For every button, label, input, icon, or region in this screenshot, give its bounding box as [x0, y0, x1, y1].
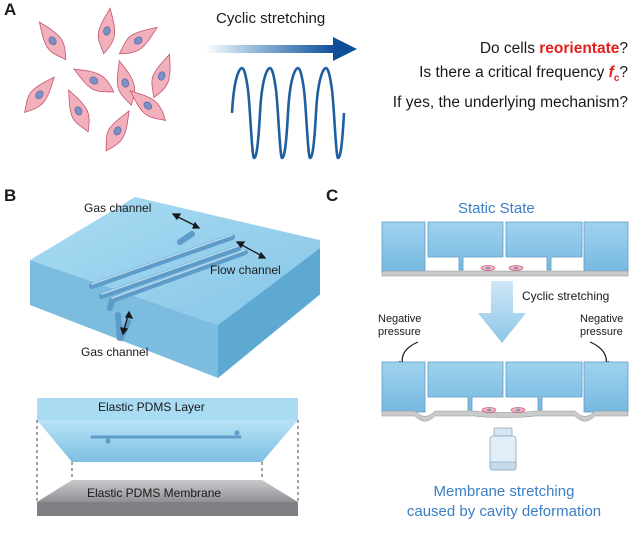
stretched-device	[381, 361, 629, 422]
question1-text: Do cells	[479, 40, 540, 57]
pdms-layer-body	[37, 420, 298, 462]
negative-pressure-left-line2: pressure	[378, 326, 421, 338]
cell-10	[98, 106, 137, 156]
panel-b-graphics	[30, 197, 320, 516]
negative-pressure-right-label: Negative pressure	[580, 313, 623, 339]
question-reorientate: Do cells reorientate?	[308, 38, 628, 60]
panel-a-letter: A	[4, 0, 17, 19]
chip-top-face	[30, 197, 320, 325]
chip-side-face	[218, 248, 320, 378]
cyclic-stretching-arrow	[478, 281, 526, 343]
cell-1	[32, 16, 73, 65]
membrane-caption-line2: caused by cavity deformation	[406, 503, 602, 520]
reorientate-highlight: reorientate	[539, 40, 620, 57]
cell-3	[114, 20, 163, 61]
pdms-membrane-edge	[37, 502, 298, 516]
objective-lens	[489, 427, 517, 471]
cyclic-stretching-label: Cyclic stretching	[216, 10, 326, 27]
membrane-caption-line1: Membrane stretching	[433, 483, 575, 500]
pdms-membrane-label: Elastic PDMS Membrane	[87, 486, 222, 500]
question-critical-frequency: Is there a critical frequency fc?	[308, 62, 628, 90]
sine-wave	[230, 66, 346, 160]
static-state-title: Static State	[458, 200, 535, 217]
static-device	[381, 221, 629, 277]
panel-a-graphics	[17, 6, 357, 160]
pdms-layer-top	[37, 398, 298, 420]
negative-pressure-right-line1: Negative	[580, 313, 624, 325]
stretch-arrow-shaft	[205, 45, 335, 53]
cell-7	[17, 71, 61, 119]
question-mechanism: If yes, the underlying mechanism?	[392, 94, 628, 112]
cell-6	[145, 51, 178, 101]
panel-b-letter: B	[4, 186, 17, 205]
negative-pressure-right-arrow	[589, 341, 607, 366]
channel-arrows	[120, 213, 267, 336]
negative-pressure-left-label: Negative pressure	[378, 313, 421, 339]
fc-symbol: f	[608, 64, 614, 81]
fc-subscript: c	[613, 73, 620, 85]
cell-4	[69, 61, 119, 100]
pdms-membrane	[37, 480, 298, 502]
microchannels	[89, 231, 248, 342]
question1-mark: ?	[619, 40, 628, 57]
flow-channel-label: Flow channel	[210, 263, 281, 277]
question-list: Do cells reorientate? Is there a critica…	[308, 38, 628, 114]
panel-c-graphics	[381, 221, 629, 471]
question2-mark: ?	[619, 64, 628, 81]
chip-front-face	[30, 260, 218, 378]
stretch-arrow-head	[333, 37, 357, 61]
gas-channel-top-label: Gas channel	[84, 201, 152, 215]
gas-channel-bottom-label: Gas channel	[81, 345, 149, 359]
cyclic-stretching-c-label: Cyclic stretching	[522, 289, 610, 303]
pdms-layer-label: Elastic PDMS Layer	[98, 400, 205, 414]
cell-2	[95, 6, 119, 56]
negative-pressure-left-arrow	[401, 341, 419, 366]
cell-8	[60, 86, 96, 136]
panel-c-letter: C	[326, 186, 339, 205]
question2-text: Is there a critical frequency	[419, 64, 609, 81]
explode-guides	[36, 420, 299, 502]
membrane-caption: Membrane stretching caused by cavity def…	[370, 482, 638, 522]
negative-pressure-left-line1: Negative	[378, 313, 422, 325]
negative-pressure-right-line2: pressure	[580, 326, 623, 338]
